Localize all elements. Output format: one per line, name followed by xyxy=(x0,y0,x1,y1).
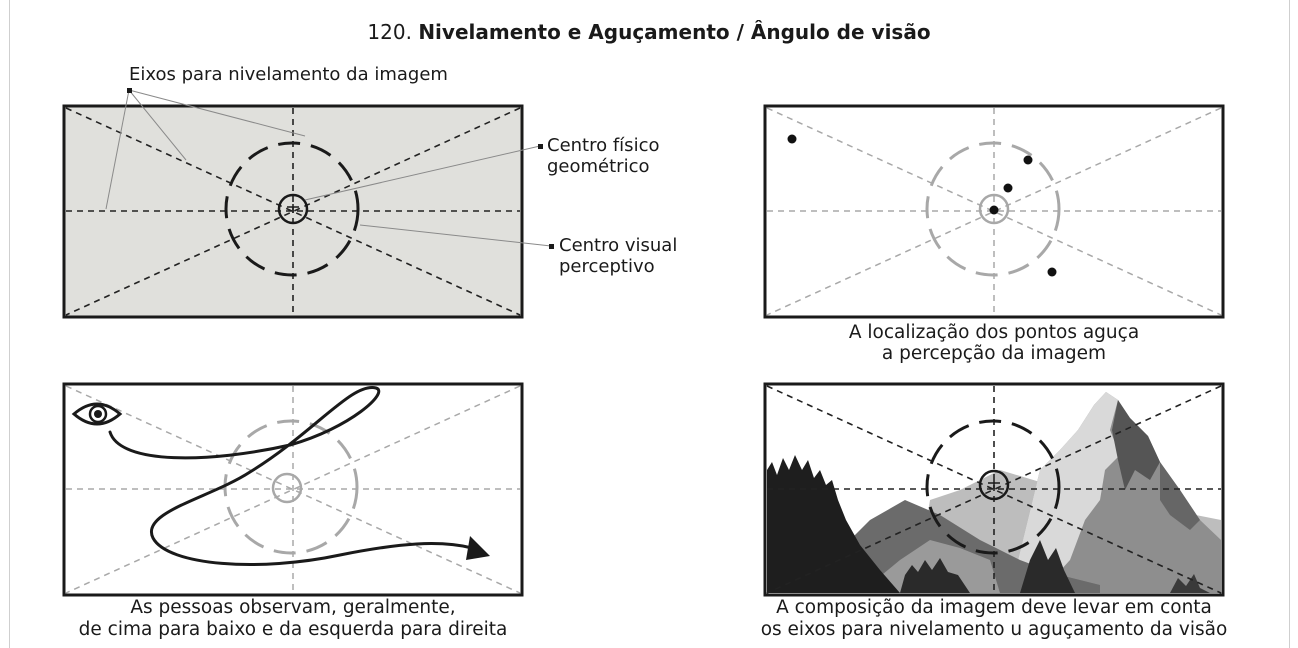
crosshair-icon xyxy=(978,469,1010,501)
title-text: Nivelamento e Aguçamento / Ângulo de vis… xyxy=(418,20,931,44)
caption-bottom-right-1: A composição da imagem deve levar em con… xyxy=(776,597,1212,618)
page-frame xyxy=(9,0,1290,648)
eye-icon xyxy=(71,402,123,426)
label-center-visual-1: Centro visual xyxy=(559,235,678,256)
panel-bottom-right xyxy=(763,382,1225,597)
caption-bottom-right-2: os eixos para nivelamento u aguçamento d… xyxy=(760,619,1228,640)
caption-bottom-left-1: As pessoas observam, geralmente, xyxy=(130,597,456,618)
label-center-physical-1: Centro físico xyxy=(547,135,660,156)
label-axes: Eixos para nivelamento da imagem xyxy=(129,64,448,85)
focus-point xyxy=(989,205,999,215)
title-number: 120. xyxy=(367,20,412,44)
reading-path xyxy=(108,386,474,566)
arrow-head-icon xyxy=(466,536,490,560)
focus-point xyxy=(1023,155,1033,165)
focus-point xyxy=(787,134,797,144)
label-center-visual-2: perceptivo xyxy=(559,256,655,277)
visual-center-circle xyxy=(224,141,360,277)
panel-bottom-left xyxy=(62,382,524,597)
focus-point xyxy=(1047,267,1057,277)
panel-top-left xyxy=(62,88,554,319)
caption-top-right-2: a percepção da imagem xyxy=(881,343,1107,364)
focus-point xyxy=(1003,183,1013,193)
panel-top-right xyxy=(763,104,1225,319)
caption-top-right-1: A localização dos pontos aguça xyxy=(848,322,1140,343)
crosshair-icon xyxy=(277,193,309,225)
caption-bottom-left-2: de cima para baixo e da esquerda para di… xyxy=(78,619,508,640)
page-title: 120. Nivelamento e Aguçamento / Ângulo d… xyxy=(0,20,1298,44)
label-center-physical-2: geométrico xyxy=(547,156,650,177)
